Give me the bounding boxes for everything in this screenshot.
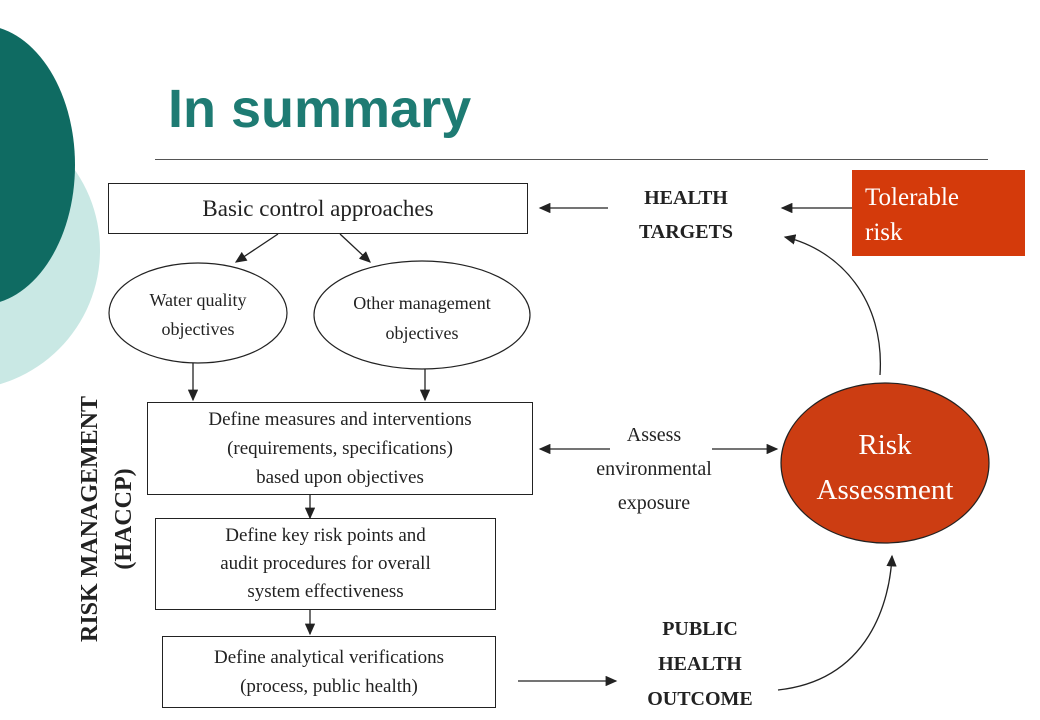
public-health-outcome-label: PUBLIC HEALTH OUTCOME xyxy=(647,618,753,710)
basic-control-label: Basic control approaches xyxy=(202,195,434,221)
define-analytical-box: Define analytical verifications (process… xyxy=(162,636,496,708)
define-key-risk-box: Define key risk points and audit procedu… xyxy=(155,518,496,610)
basic-control-box: Basic control approaches xyxy=(108,183,528,234)
define-measures-box: Define measures and interventions (requi… xyxy=(147,402,533,495)
page-title: In summary xyxy=(168,79,472,139)
risk-management-haccp-label: RISK MANAGEMENT (HACCP) xyxy=(77,396,137,643)
title-divider xyxy=(155,159,988,160)
curve-risk-to-health xyxy=(783,234,881,376)
health-targets-label: HEALTH TARGETS xyxy=(638,187,734,243)
water-quality-label: Water quality objectives xyxy=(149,290,247,339)
curve-outcome-to-risk xyxy=(777,554,897,691)
other-management-ellipse xyxy=(313,260,531,370)
define-key-risk-label: Define key risk points and audit procedu… xyxy=(220,525,431,602)
tolerable-risk-box: Tolerable risk xyxy=(852,170,1025,256)
arrow-basic-to-water xyxy=(234,233,279,263)
define-analytical-label: Define analytical verifications (process… xyxy=(213,647,444,697)
dark-teal-circle xyxy=(0,28,75,302)
risk-assessment-ellipse xyxy=(780,382,990,544)
other-management-label: Other management objectives xyxy=(353,293,491,343)
risk-assessment-label: Risk Assessment xyxy=(816,429,954,506)
water-quality-ellipse xyxy=(108,262,288,364)
assess-exposure-label: Assess environmental exposure xyxy=(596,424,712,514)
arrow-basic-to-other xyxy=(339,233,371,263)
define-measures-label: Define measures and interventions (requi… xyxy=(208,409,472,488)
